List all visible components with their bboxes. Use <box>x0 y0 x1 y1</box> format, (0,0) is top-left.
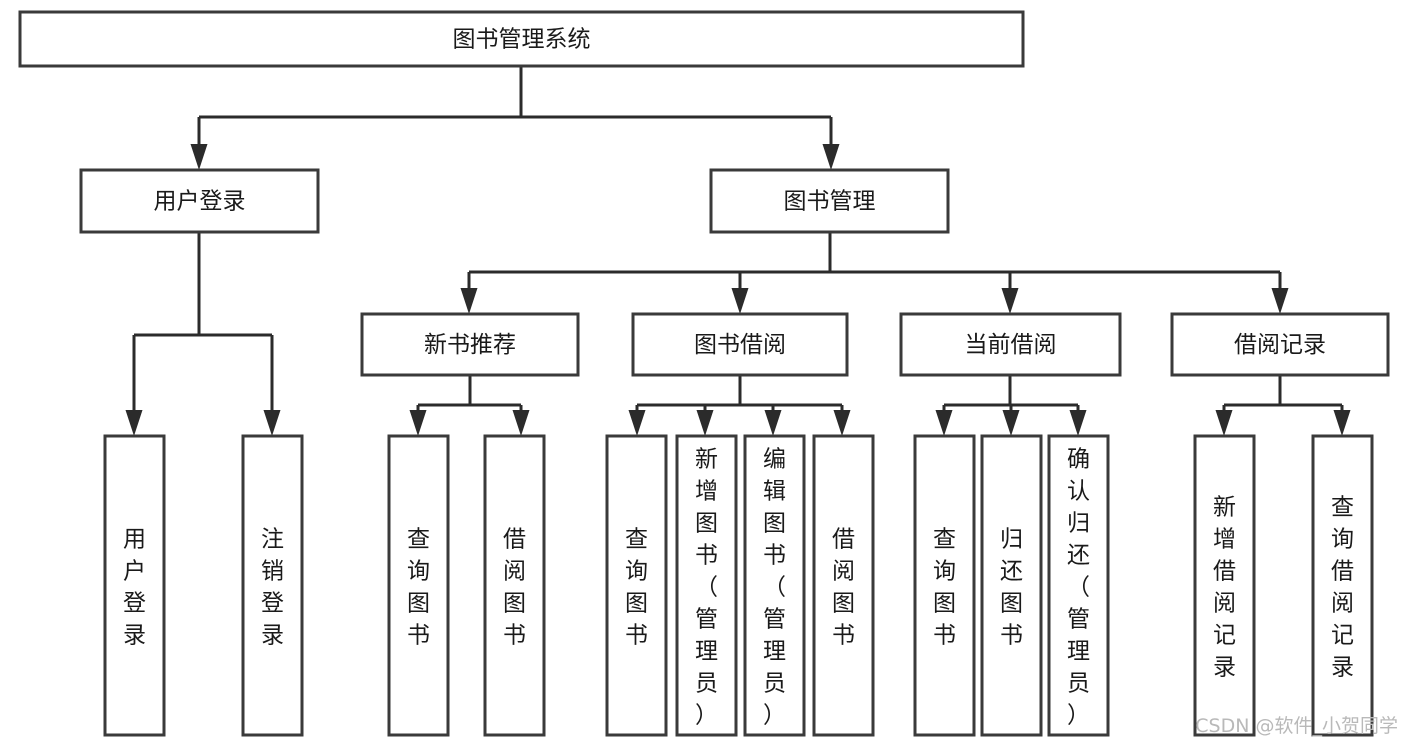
node-label: 新增图书（管理员） <box>695 446 718 728</box>
arrow-head-icon <box>935 410 953 436</box>
node-box[interactable] <box>387 434 450 737</box>
node-leaf-borrow-book-1[interactable]: 借阅图书 <box>483 434 546 737</box>
node-root[interactable]: 图书管理系统 <box>18 10 1025 68</box>
arrow-head-icon <box>190 144 208 170</box>
node-leaf-add-record[interactable]: 新增借阅记录 <box>1193 434 1256 737</box>
node-label: 借阅图书 <box>503 526 526 648</box>
arrow-head-icon <box>833 410 851 436</box>
arrow-head-icon <box>1333 410 1351 436</box>
node-label: 注销登录 <box>261 526 284 648</box>
node-label: 查询图书 <box>933 526 956 648</box>
connector-user-login <box>125 232 281 436</box>
node-label: 用户登录 <box>123 526 146 648</box>
node-label: 归还图书 <box>1000 526 1023 648</box>
connector-borrow-record <box>1215 375 1351 436</box>
arrow-head-icon <box>460 288 478 314</box>
node-label: 借阅记录 <box>1234 332 1326 358</box>
arrow-head-icon <box>764 410 782 436</box>
node-leaf-return-book[interactable]: 归还图书 <box>980 434 1043 737</box>
connector-current-borrow <box>935 375 1087 436</box>
node-label: 图书管理 <box>784 189 876 215</box>
node-label: 查询图书 <box>407 526 430 648</box>
node-label: 新增借阅记录 <box>1213 494 1236 680</box>
arrow-head-icon <box>696 410 714 436</box>
node-box[interactable] <box>675 434 738 737</box>
node-leaf-borrow-book-2[interactable]: 借阅图书 <box>812 434 875 737</box>
node-leaf-query-record[interactable]: 查询借阅记录 <box>1311 434 1374 737</box>
node-label: 查询借阅记录 <box>1331 494 1354 680</box>
node-label: 用户登录 <box>154 189 246 215</box>
node-label: 编辑图书（管理员） <box>763 446 786 728</box>
connector-new-book-recommend <box>409 375 530 436</box>
node-label: 新书推荐 <box>424 332 516 358</box>
node-box[interactable] <box>899 312 1122 377</box>
node-leaf-query-book-2[interactable]: 查询图书 <box>605 434 668 737</box>
connectors-layer <box>125 66 1351 436</box>
connector-book-manage <box>460 232 1289 314</box>
connector-root <box>190 66 840 170</box>
node-box[interactable] <box>1047 434 1110 737</box>
arrow-head-icon <box>409 410 427 436</box>
node-box[interactable] <box>241 434 304 737</box>
arrow-head-icon <box>512 410 530 436</box>
node-box[interactable] <box>1170 312 1390 377</box>
node-borrow-record[interactable]: 借阅记录 <box>1170 312 1390 377</box>
arrow-head-icon <box>1215 410 1233 436</box>
arrow-head-icon <box>1271 288 1289 314</box>
node-leaf-confirm-return[interactable]: 确认归还（管理员） <box>1047 434 1110 737</box>
node-leaf-edit-book[interactable]: 编辑图书（管理员） <box>743 434 806 737</box>
node-box[interactable] <box>913 434 976 737</box>
node-box[interactable] <box>360 312 580 377</box>
node-leaf-query-book-3[interactable]: 查询图书 <box>913 434 976 737</box>
arrow-head-icon <box>628 410 646 436</box>
node-box[interactable] <box>980 434 1043 737</box>
node-label: 借阅图书 <box>832 526 855 648</box>
node-user-login[interactable]: 用户登录 <box>79 168 320 234</box>
node-box[interactable] <box>79 168 320 234</box>
arrow-head-icon <box>1001 288 1019 314</box>
node-box[interactable] <box>103 434 166 737</box>
arrow-head-icon <box>1069 410 1087 436</box>
arrow-head-icon <box>731 288 749 314</box>
arrow-head-icon <box>1002 410 1020 436</box>
arrow-head-icon <box>263 410 281 436</box>
node-leaf-query-book-1[interactable]: 查询图书 <box>387 434 450 737</box>
node-leaf-user-logout[interactable]: 注销登录 <box>241 434 304 737</box>
nodes-layer: 图书管理系统用户登录图书管理新书推荐图书借阅当前借阅借阅记录用户登录注销登录查询… <box>18 10 1390 737</box>
node-box[interactable] <box>605 434 668 737</box>
node-new-book-recommend[interactable]: 新书推荐 <box>360 312 580 377</box>
node-box[interactable] <box>483 434 546 737</box>
node-box[interactable] <box>631 312 849 377</box>
node-label: 图书管理系统 <box>453 27 591 53</box>
arrow-head-icon <box>125 410 143 436</box>
node-box[interactable] <box>1193 434 1256 737</box>
watermark-label: CSDN @软件_小贺同学 <box>1195 715 1398 737</box>
node-book-manage[interactable]: 图书管理 <box>709 168 950 234</box>
node-box[interactable] <box>709 168 950 234</box>
node-current-borrow[interactable]: 当前借阅 <box>899 312 1122 377</box>
node-label: 查询图书 <box>625 526 648 648</box>
node-box[interactable] <box>812 434 875 737</box>
connector-book-borrow <box>628 375 851 436</box>
node-leaf-add-book[interactable]: 新增图书（管理员） <box>675 434 738 737</box>
node-book-borrow[interactable]: 图书借阅 <box>631 312 849 377</box>
node-label: 当前借阅 <box>965 332 1057 358</box>
node-label: 图书借阅 <box>694 332 786 358</box>
node-leaf-user-login[interactable]: 用户登录 <box>103 434 166 737</box>
node-box[interactable] <box>18 10 1025 68</box>
arrow-head-icon <box>822 144 840 170</box>
node-label: 确认归还（管理员） <box>1067 446 1090 728</box>
node-box[interactable] <box>1311 434 1374 737</box>
node-box[interactable] <box>743 434 806 737</box>
